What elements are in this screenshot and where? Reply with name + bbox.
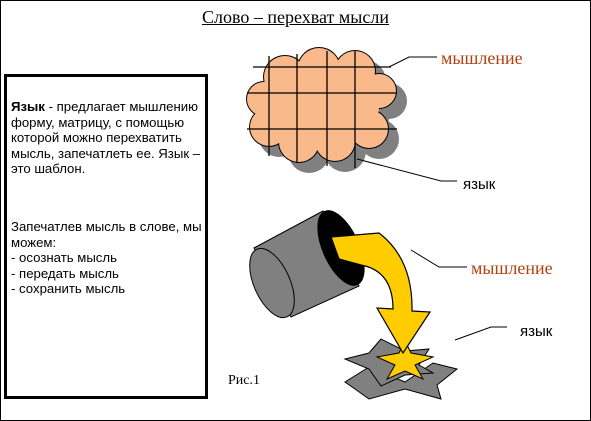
capabilities-paragraph: Запечатлев мысль в слове, мы можем: - ос… [11, 219, 205, 297]
bullet-item: - передать мысль [11, 265, 119, 281]
thinking-cloud [246, 47, 407, 173]
definition-paragraph: Язык - предлагает мышлению форму, матриц… [11, 99, 205, 177]
star-icon [375, 339, 435, 381]
figure-caption: Рис.1 [228, 373, 260, 388]
label-language-bottom: язык [520, 323, 553, 340]
label-thinking-bottom: мышление [471, 258, 553, 278]
slide-title: Слово – перехват мысли [202, 7, 389, 27]
language-grid [247, 51, 397, 168]
bullet-item: - осознать мысль [11, 250, 117, 266]
connector-lines-bottom [410, 249, 507, 341]
bucket [249, 210, 365, 319]
capabilities-intro: Запечатлев мысль в слове, мы можем: [11, 219, 202, 250]
pouring-arrow [330, 232, 432, 355]
label-thinking-top: мышление [441, 48, 523, 68]
text-box: Язык - предлагает мышлению форму, матриц… [4, 74, 208, 399]
bullet-item: - сохранить мысль [11, 281, 126, 297]
label-language-top: язык [463, 176, 496, 193]
star-mold [343, 338, 459, 400]
definition-text: - предлагает мышлению форму, матрицу, с … [11, 99, 201, 177]
connector-lines-top [356, 56, 457, 182]
term-language: Язык [11, 99, 45, 114]
